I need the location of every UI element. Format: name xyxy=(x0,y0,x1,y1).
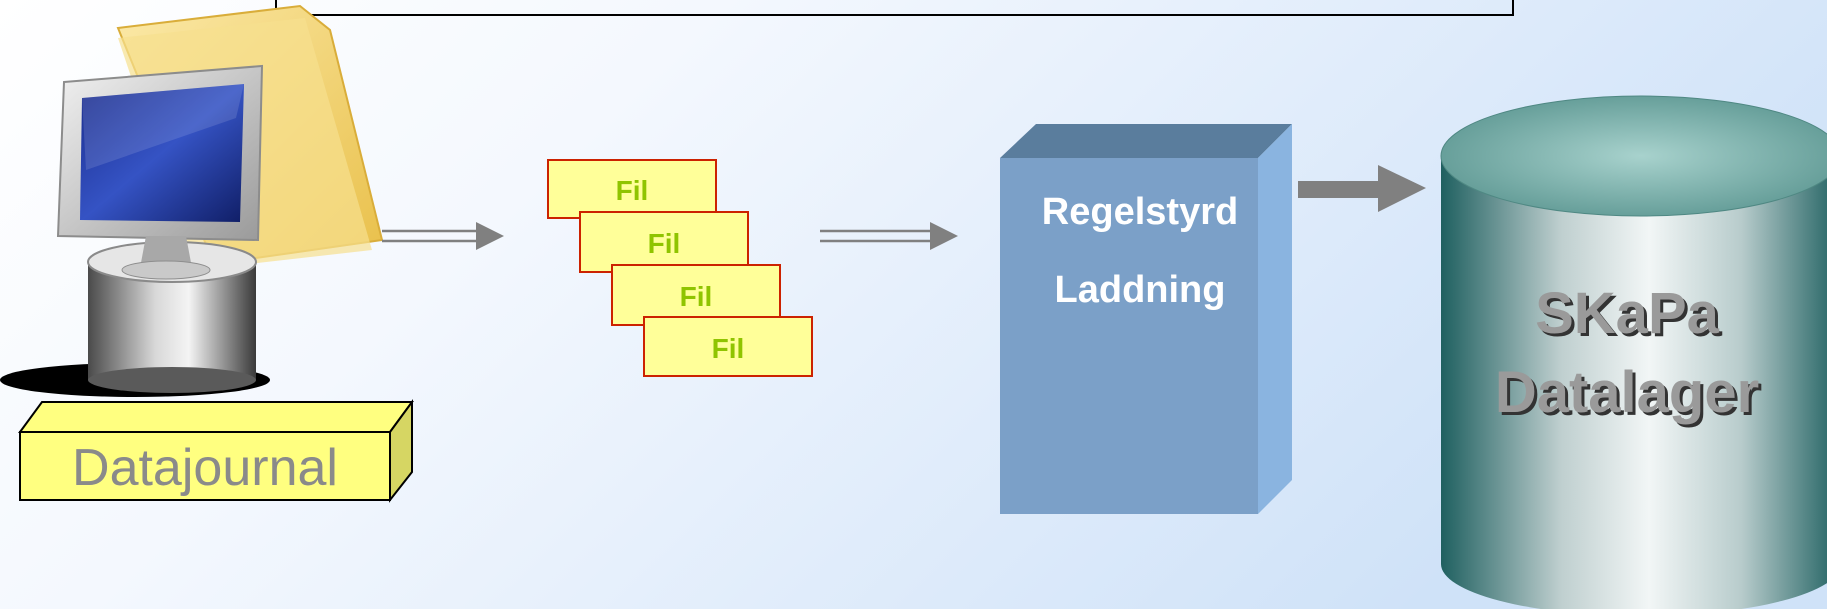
datastore-cylinder: SKaPa SKaPa Datalager Datalager xyxy=(1440,95,1827,609)
top-frame xyxy=(275,0,1514,16)
file-card: Fil xyxy=(643,316,813,377)
store-label-line1: SKaPa xyxy=(1535,281,1720,346)
store-label-shadow-1: SKaPa xyxy=(1538,284,1723,349)
store-label-line2: Datalager xyxy=(1495,360,1759,425)
datajournal-label: Datajournal xyxy=(72,439,338,497)
arrow-loader-to-store xyxy=(1298,165,1426,212)
computer-folder-icon xyxy=(0,4,384,397)
file-label: Fil xyxy=(616,175,649,206)
arrow-files-to-loader xyxy=(820,222,958,250)
datajournal-box: Datajournal xyxy=(18,398,414,503)
loader-label-line2: Laddning xyxy=(1055,269,1226,311)
file-card: Fil xyxy=(611,264,781,326)
file-label: Fil xyxy=(712,333,745,364)
arrow-computer-to-files xyxy=(382,222,504,250)
store-label-shadow-2: Datalager xyxy=(1498,363,1762,428)
file-stack: Fil Fil Fil Fil xyxy=(547,159,813,377)
file-label: Fil xyxy=(680,281,713,312)
loader-box: Regelstyrd Laddning xyxy=(1000,124,1292,514)
file-label: Fil xyxy=(648,228,681,259)
loader-label-line1: Regelstyrd xyxy=(1042,191,1238,233)
file-card: Fil xyxy=(579,211,749,273)
file-card: Fil xyxy=(547,159,717,219)
